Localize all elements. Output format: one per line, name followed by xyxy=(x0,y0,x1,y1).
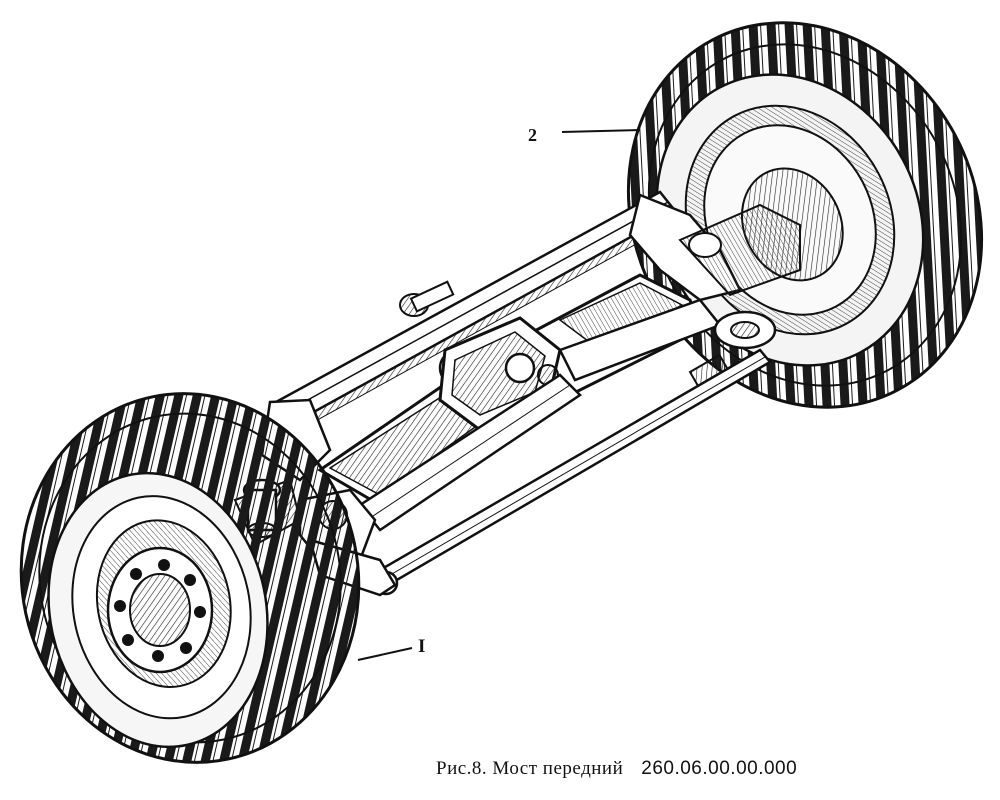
caption-text: Рис.8. Мост передний xyxy=(436,758,624,779)
callout-part-1: I xyxy=(418,636,426,657)
figure-caption: Рис.8. Мост передний 260.06.00.00.000 xyxy=(436,758,797,780)
leader-line-1 xyxy=(357,647,413,661)
drawing-number: 260.06.00.00.000 xyxy=(641,758,798,779)
callout-part-2: 2 xyxy=(528,125,537,145)
wheel-left xyxy=(19,392,361,764)
upper-pin-cylinder xyxy=(399,280,455,317)
right-knuckle xyxy=(628,193,801,350)
leader-line-2 xyxy=(561,129,641,133)
wheel-left-hub xyxy=(106,546,214,674)
